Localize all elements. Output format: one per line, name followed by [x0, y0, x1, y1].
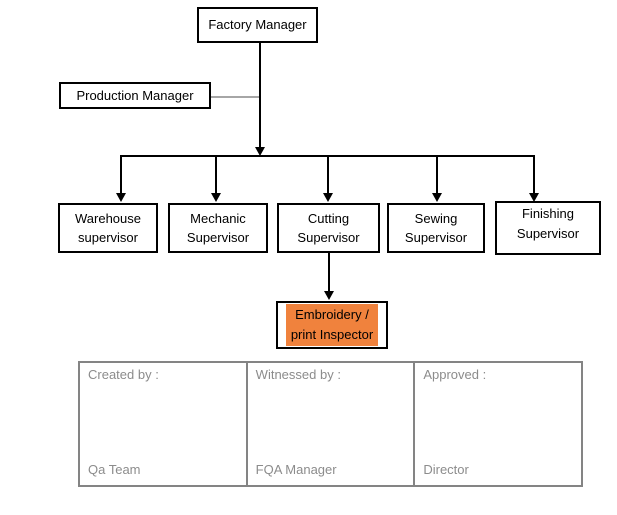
- node-mechanic-supervisor-label: Mechanic Supervisor: [186, 210, 250, 246]
- signoff-label: Approved :: [423, 367, 487, 382]
- signoff-value: Qa Team: [88, 462, 141, 477]
- node-factory-manager: Factory Manager: [197, 7, 318, 43]
- signoff-value: Director: [423, 462, 469, 477]
- node-cutting-supervisor-label: Cutting Supervisor: [297, 210, 360, 246]
- connector-drop-sewing: [436, 155, 438, 193]
- node-production-manager: Production Manager: [59, 82, 211, 109]
- signoff-cell-created-by: Created by : Qa Team: [80, 363, 246, 485]
- arrowhead-down-icon: [116, 193, 126, 202]
- connector-drop-warehouse: [120, 155, 122, 193]
- signoff-label: Witnessed by :: [255, 367, 341, 382]
- node-embroidery-print-inspector: Embroidery / print Inspector: [276, 301, 388, 349]
- node-sewing-supervisor-label: Sewing Supervisor: [404, 210, 468, 246]
- node-mechanic-supervisor: Mechanic Supervisor: [168, 203, 268, 253]
- connector-production-manager: [211, 96, 259, 98]
- arrowhead-down-icon: [324, 291, 334, 300]
- node-factory-manager-label: Factory Manager: [208, 17, 307, 33]
- connector-drop-inspector: [328, 253, 330, 291]
- signoff-label: Created by :: [88, 367, 159, 382]
- signoff-value: FQA Manager: [255, 462, 337, 477]
- connector-drop-finishing: [533, 155, 535, 193]
- arrowhead-down-icon: [529, 193, 539, 202]
- arrowhead-down-icon: [323, 193, 333, 202]
- node-finishing-supervisor: Finishing Supervisor: [495, 201, 601, 255]
- node-inspector-label-line2: print Inspector: [290, 327, 374, 342]
- connector-drop-cutting: [327, 155, 329, 193]
- connector-root-vertical: [259, 43, 261, 147]
- node-warehouse-supervisor: Warehouse supervisor: [58, 203, 158, 253]
- arrowhead-down-icon: [255, 147, 265, 156]
- node-finishing-supervisor-label: Finishing Supervisor: [516, 206, 580, 241]
- node-warehouse-supervisor-label: Warehouse supervisor: [75, 210, 141, 246]
- node-inspector-label-line1: Embroidery /: [295, 306, 369, 322]
- inspector-highlight: Embroidery / print Inspector: [285, 303, 379, 347]
- connector-drop-mechanic: [215, 155, 217, 193]
- node-sewing-supervisor: Sewing Supervisor: [387, 203, 485, 253]
- node-cutting-supervisor: Cutting Supervisor: [277, 203, 380, 253]
- signoff-cell-approved: Approved : Director: [413, 363, 581, 485]
- arrowhead-down-icon: [432, 193, 442, 202]
- arrowhead-down-icon: [211, 193, 221, 202]
- node-production-manager-label: Production Manager: [76, 87, 194, 103]
- signoff-table: Created by : Qa Team Witnessed by : FQA …: [78, 361, 583, 487]
- signoff-cell-witnessed-by: Witnessed by : FQA Manager: [245, 363, 414, 485]
